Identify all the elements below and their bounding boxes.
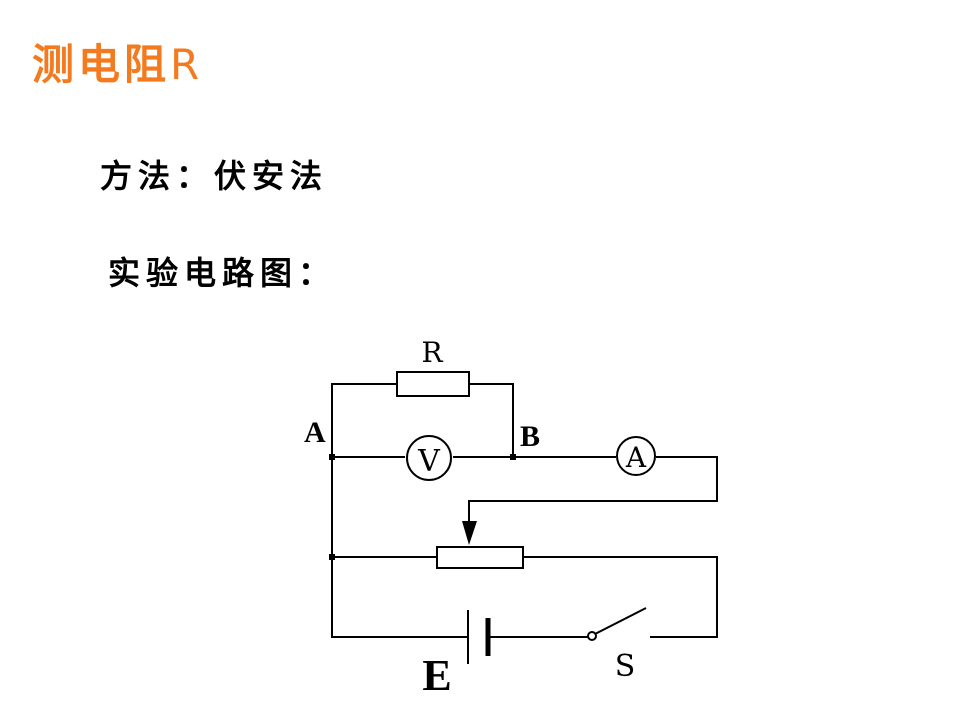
wire-ammeter-to-slider: [468, 456, 718, 522]
node-b-label: B: [520, 420, 540, 453]
battery: [467, 610, 491, 664]
wire-rheostat-to-right: [523, 556, 718, 638]
junction-node-b: [510, 454, 516, 460]
junction-node-rheostat: [329, 554, 335, 560]
page-title-text: 测电阻: [32, 40, 171, 89]
switch-label: S: [615, 649, 636, 684]
node-a-label: A: [304, 416, 326, 449]
page-title: 测电阻R: [32, 44, 203, 86]
ammeter-symbol: A: [625, 441, 647, 474]
battery-label: E: [422, 651, 451, 700]
resistor-label: R: [421, 336, 443, 369]
method-line: 方法：伏安法: [100, 157, 329, 195]
wire-a-to-r: [331, 383, 397, 457]
voltmeter-symbol: V: [417, 444, 441, 479]
resistor-r: [396, 371, 470, 397]
ammeter: [616, 436, 656, 476]
wire-left-main: [331, 457, 468, 638]
switch: [587, 607, 647, 641]
wire-r-to-b: [469, 383, 514, 457]
page-title-letter: R: [170, 40, 204, 89]
circuit-heading: 实验电路图：: [108, 254, 337, 292]
junction-node-a: [329, 454, 335, 460]
rheostat-slider-arrow: [462, 521, 477, 545]
voltmeter: [406, 435, 452, 481]
rheostat: [436, 546, 524, 569]
circuit-wires: [331, 383, 718, 638]
